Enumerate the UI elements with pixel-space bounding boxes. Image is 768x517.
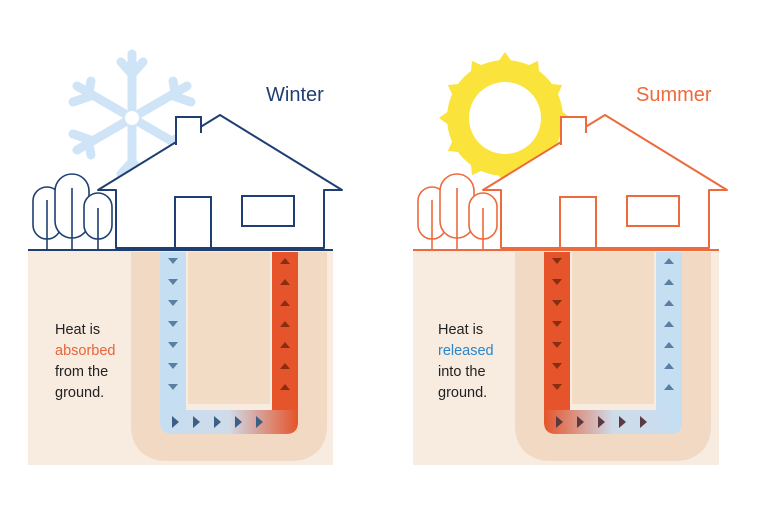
summer-panel (413, 52, 728, 465)
winter-caption-line-4: ground. (55, 385, 105, 401)
summer-pipe-halo (515, 252, 711, 461)
winter-house (97, 114, 343, 249)
summer-bottom-pipe (544, 410, 682, 434)
summer-cold-pipe (656, 252, 682, 424)
winter-caption-line-3: from the (55, 364, 109, 380)
summer-caption-emphasis: released (438, 343, 494, 359)
summer-caption-line-3: into the (438, 364, 486, 380)
winter-bottom-pipe (160, 410, 298, 434)
winter-inner-ground (188, 252, 270, 404)
summer-chimney (560, 116, 587, 145)
winter-pipe-halo (131, 252, 327, 461)
winter-cold-pipe (160, 252, 186, 424)
winter-trees (32, 173, 113, 250)
winter-hot-pipe (272, 252, 298, 424)
summer-window (626, 195, 680, 227)
winter-caption-emphasis: absorbed (55, 343, 116, 359)
winter-right-arrows (172, 416, 263, 428)
winter-panel (28, 49, 343, 465)
winter-chimney (175, 116, 202, 145)
summer-caption: Heat is released into the ground. (438, 320, 494, 404)
summer-up-arrows (664, 258, 674, 390)
winter-title: Winter (266, 84, 324, 106)
winter-window (241, 195, 295, 227)
summer-inner-ground (572, 252, 654, 404)
sun-icon (439, 52, 571, 184)
winter-caption: Heat is absorbed from the ground. (55, 320, 115, 404)
summer-trees (417, 173, 498, 250)
summer-title: Summer (636, 84, 712, 106)
summer-down-arrows (552, 258, 562, 390)
winter-up-arrows (280, 258, 290, 390)
winter-caption-line-1: Heat is (55, 322, 101, 338)
summer-caption-line-4: ground. (438, 385, 488, 401)
summer-right-arrows (556, 416, 647, 428)
snowflake-center (125, 111, 139, 125)
summer-house (482, 114, 728, 249)
summer-hot-pipe (544, 252, 570, 424)
winter-down-arrows (168, 258, 178, 390)
summer-caption-line-1: Heat is (438, 322, 484, 338)
